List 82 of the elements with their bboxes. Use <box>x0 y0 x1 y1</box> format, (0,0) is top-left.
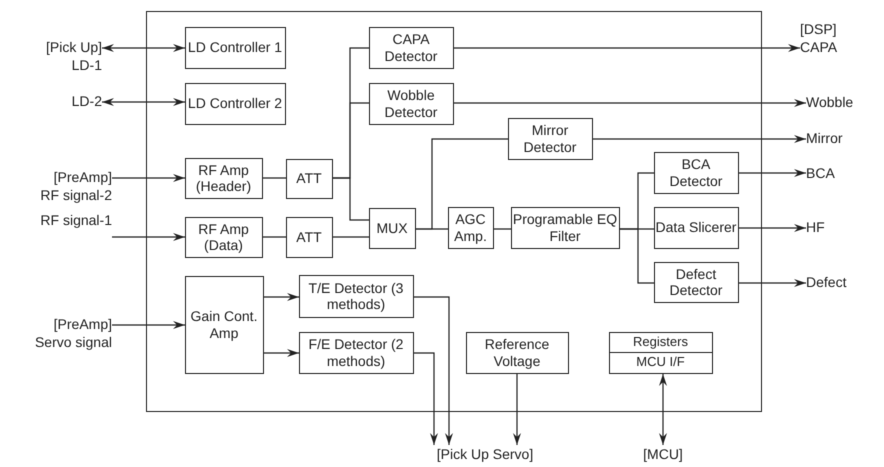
circuit-block <box>286 216 332 258</box>
circuit-block <box>466 332 568 374</box>
signal-label: Wobble <box>806 93 882 113</box>
circuit-block <box>298 274 414 318</box>
signal-arrow <box>414 296 453 445</box>
signal-arrow <box>102 44 185 52</box>
signal-line <box>333 177 369 221</box>
block-label: T/E Detector (3 methods) <box>308 280 404 312</box>
block-label: RF Amp (Header) <box>194 162 252 194</box>
signal-line <box>263 177 286 179</box>
signal-label: Servo signal <box>34 333 112 352</box>
signal-label: CAPA <box>800 38 838 56</box>
block-label: RF Amp (Data) <box>197 220 250 254</box>
signal-label: RF signal-2 <box>39 186 112 204</box>
circuit-block <box>508 118 592 160</box>
signal-line <box>494 228 511 230</box>
circuit-block <box>184 216 262 258</box>
signal-label: [MCU] <box>630 445 696 465</box>
circuit-block <box>448 206 494 248</box>
circuit-block <box>286 158 332 198</box>
signal-arrow <box>454 99 806 107</box>
circuit-block <box>654 206 738 248</box>
block-label: CAPA Detector <box>384 31 438 64</box>
block-label: LD Controller 1 <box>186 39 284 56</box>
block-label: Gain Cont. Amp <box>190 308 258 341</box>
signal-line <box>620 228 654 284</box>
block-label: AGC Amp. <box>453 211 488 244</box>
block-label: Mirror Detector <box>522 122 578 155</box>
signal-line <box>263 236 286 238</box>
signal-label: [DSP] <box>800 20 838 38</box>
block-label: ATT <box>295 228 323 246</box>
circuit-block <box>368 26 454 68</box>
block-label: Reference Voltage <box>484 336 550 369</box>
circuit-block <box>608 332 712 374</box>
signal-arrow <box>112 233 185 241</box>
signal-label: [PreAmp] <box>52 315 112 334</box>
signal-label: [Pick Up Servo] <box>410 445 560 465</box>
block-label: LD Controller 2 <box>186 95 284 112</box>
block-label: Data Slicerer <box>654 219 738 236</box>
block-label: F/E Detector (2 methods) <box>308 336 404 369</box>
signal-label: LD-2 <box>40 92 102 112</box>
circuit-block <box>184 276 264 374</box>
signal-arrow <box>454 44 800 52</box>
block-label: Defect Detector <box>668 266 724 298</box>
signal-label: Defect <box>806 273 876 293</box>
block-label: MUX <box>375 220 409 236</box>
signal-arrow <box>264 349 299 357</box>
signal-arrow <box>264 293 299 301</box>
signal-label: Mirror <box>806 129 876 149</box>
circuit-block <box>654 262 738 302</box>
circuit-block <box>184 26 286 68</box>
circuit-block <box>368 82 454 124</box>
circuit-block <box>368 208 416 248</box>
signal-arrow <box>593 135 806 143</box>
signal-label: RF signal-1 <box>10 211 112 243</box>
block-label: BCA Detector <box>668 156 724 189</box>
signal-label: HF <box>806 218 856 238</box>
signal-arrow <box>102 98 185 106</box>
signal-arrow <box>739 279 806 287</box>
chip-outline <box>146 11 762 412</box>
signal-arrow <box>659 374 667 445</box>
block-label: ATT <box>295 170 323 187</box>
signal-arrow <box>414 352 438 445</box>
signal-arrow <box>112 321 185 329</box>
circuit-block <box>654 152 738 194</box>
signal-arrow <box>739 224 806 232</box>
circuit-block <box>184 158 262 198</box>
block-label: MCU I/F <box>610 352 712 372</box>
circuit-block <box>184 82 286 124</box>
signal-arrow <box>513 374 521 445</box>
signal-label: LD-1 <box>70 56 102 74</box>
signal-label: [Pick Up] <box>44 38 102 56</box>
signal-line <box>333 236 369 238</box>
signal-label: [PreAmp] <box>52 168 112 186</box>
block-label: Wobble Detector <box>384 87 438 120</box>
signal-line <box>416 138 508 230</box>
signal-arrow <box>112 174 185 182</box>
block-label: Programable EQ Filter <box>512 211 618 244</box>
block-label: Registers <box>632 332 689 351</box>
signal-label: BCA <box>806 164 866 184</box>
signal-arrow <box>739 169 806 177</box>
circuit-block <box>298 332 414 374</box>
